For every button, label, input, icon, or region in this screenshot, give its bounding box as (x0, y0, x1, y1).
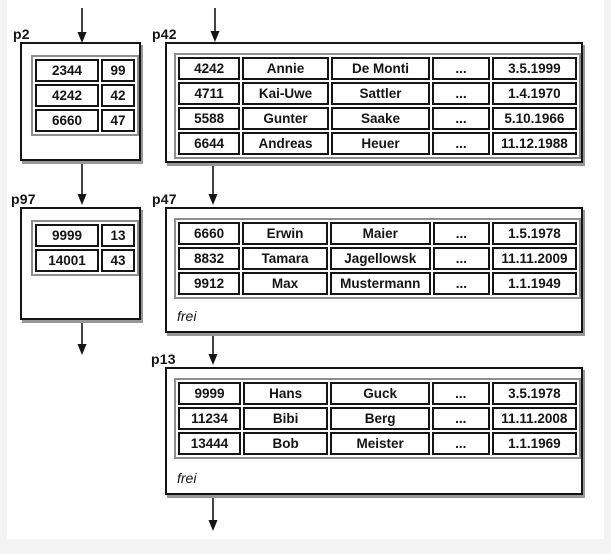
cell-ellipsis: ... (432, 272, 490, 295)
table-row: 5588 Gunter Saake ... 5.10.1966 (178, 107, 577, 130)
cell-key: 2344 (35, 59, 99, 82)
cell-first-name: Kai-Uwe (242, 82, 329, 105)
index-page-p97: 9999 13 14001 43 (20, 207, 141, 320)
table-row: 4711 Kai-Uwe Sattler ... 1.4.1970 (178, 82, 577, 105)
cell-page-ref: 47 (101, 109, 135, 132)
cell-date: 11.11.2009 (491, 247, 577, 270)
cell-page-ref: 42 (101, 84, 135, 107)
data-page-p42: 4242 Annie De Monti ... 3.5.1999 4711 Ka… (165, 42, 583, 163)
index-page-p2: 2344 99 4242 42 6660 47 (20, 42, 141, 161)
cell-first-name: Erwin (242, 222, 328, 245)
cell-date: 1.1.1949 (491, 272, 577, 295)
index-table-p2: 2344 99 4242 42 6660 47 (31, 55, 139, 136)
table-row: 2344 99 (35, 59, 135, 82)
page-label-p2: p2 (13, 26, 30, 42)
cell-first-name: Max (242, 272, 328, 295)
cell-id: 4711 (178, 82, 241, 105)
cell-first-name: Annie (242, 57, 329, 80)
cell-last-name: Meister (330, 432, 430, 455)
cell-date: 1.4.1970 (491, 82, 577, 105)
table-row: 13444 Bob Meister ... 1.1.1969 (178, 432, 577, 455)
cell-id: 6644 (178, 132, 241, 155)
cell-id: 9912 (178, 272, 241, 295)
cell-date: 1.5.1978 (491, 222, 577, 245)
cell-ellipsis: ... (431, 382, 490, 405)
cell-id: 9999 (178, 382, 241, 405)
cell-ellipsis: ... (432, 132, 490, 155)
cell-ellipsis: ... (432, 247, 490, 270)
cell-first-name: Andreas (242, 132, 329, 155)
data-table-p13: 9999 Hans Guck ... 3.5.1978 11234 Bibi B… (174, 378, 581, 459)
cell-first-name: Bibi (242, 407, 329, 430)
data-table-p47: 6660 Erwin Maier ... 1.5.1978 8832 Tamar… (174, 218, 581, 299)
index-table-p97: 9999 13 14001 43 (31, 220, 139, 276)
cell-date: 11.11.2008 (491, 407, 577, 430)
page-label-p13: p13 (151, 351, 176, 367)
cell-last-name: Maier (329, 222, 431, 245)
cell-date: 5.10.1966 (491, 107, 577, 130)
cell-id: 6660 (178, 222, 241, 245)
cell-id: 5588 (178, 107, 241, 130)
cell-last-name: Heuer (330, 132, 431, 155)
cell-ellipsis: ... (432, 107, 490, 130)
cell-first-name: Tamara (242, 247, 328, 270)
data-table-p42: 4242 Annie De Monti ... 3.5.1999 4711 Ka… (174, 53, 581, 159)
table-row: 11234 Bibi Berg ... 11.11.2008 (178, 407, 577, 430)
cell-date: 3.5.1978 (491, 382, 577, 405)
table-row: 9999 13 (35, 224, 135, 247)
page-label-p42: p42 (152, 26, 177, 42)
cell-ellipsis: ... (432, 82, 490, 105)
cell-id: 8832 (178, 247, 241, 270)
cell-date: 11.12.1988 (491, 132, 577, 155)
table-row: 4242 42 (35, 84, 135, 107)
table-row: 9912 Max Mustermann ... 1.1.1949 (178, 272, 577, 295)
table-row: 6660 47 (35, 109, 135, 132)
cell-first-name: Hans (242, 382, 329, 405)
page-label-p47: p47 (152, 191, 177, 207)
cell-date: 1.1.1969 (491, 432, 577, 455)
cell-last-name: Sattler (330, 82, 431, 105)
cell-ellipsis: ... (432, 222, 490, 245)
cell-last-name: Berg (330, 407, 430, 430)
free-space-label: frei (177, 470, 197, 486)
table-row: 4242 Annie De Monti ... 3.5.1999 (178, 57, 577, 80)
cell-id: 13444 (178, 432, 241, 455)
cell-page-ref: 43 (101, 249, 135, 272)
cell-id: 4242 (178, 57, 241, 80)
cell-last-name: Mustermann (329, 272, 431, 295)
cell-key: 6660 (35, 109, 99, 132)
table-row: 6644 Andreas Heuer ... 11.12.1988 (178, 132, 577, 155)
cell-last-name: Jagellowsk (329, 247, 431, 270)
cell-first-name: Bob (242, 432, 329, 455)
cell-first-name: Gunter (242, 107, 329, 130)
cell-ellipsis: ... (431, 407, 490, 430)
cell-key: 4242 (35, 84, 99, 107)
cell-key: 9999 (35, 224, 99, 247)
page-label-p97: p97 (11, 191, 36, 207)
cell-ellipsis: ... (431, 432, 490, 455)
data-page-p13: 9999 Hans Guck ... 3.5.1978 11234 Bibi B… (165, 367, 583, 495)
table-row: 6660 Erwin Maier ... 1.5.1978 (178, 222, 577, 245)
cell-id: 11234 (178, 407, 241, 430)
table-row: 9999 Hans Guck ... 3.5.1978 (178, 382, 577, 405)
data-page-p47: 6660 Erwin Maier ... 1.5.1978 8832 Tamar… (165, 207, 583, 333)
table-row: 8832 Tamara Jagellowsk ... 11.11.2009 (178, 247, 577, 270)
free-space-label: frei (177, 308, 197, 324)
cell-date: 3.5.1999 (491, 57, 577, 80)
cell-page-ref: 13 (101, 224, 135, 247)
cell-last-name: De Monti (330, 57, 431, 80)
cell-last-name: Saake (330, 107, 431, 130)
cell-last-name: Guck (330, 382, 430, 405)
cell-page-ref: 99 (101, 59, 135, 82)
cell-key: 14001 (35, 249, 99, 272)
cell-ellipsis: ... (432, 57, 490, 80)
table-row: 14001 43 (35, 249, 135, 272)
